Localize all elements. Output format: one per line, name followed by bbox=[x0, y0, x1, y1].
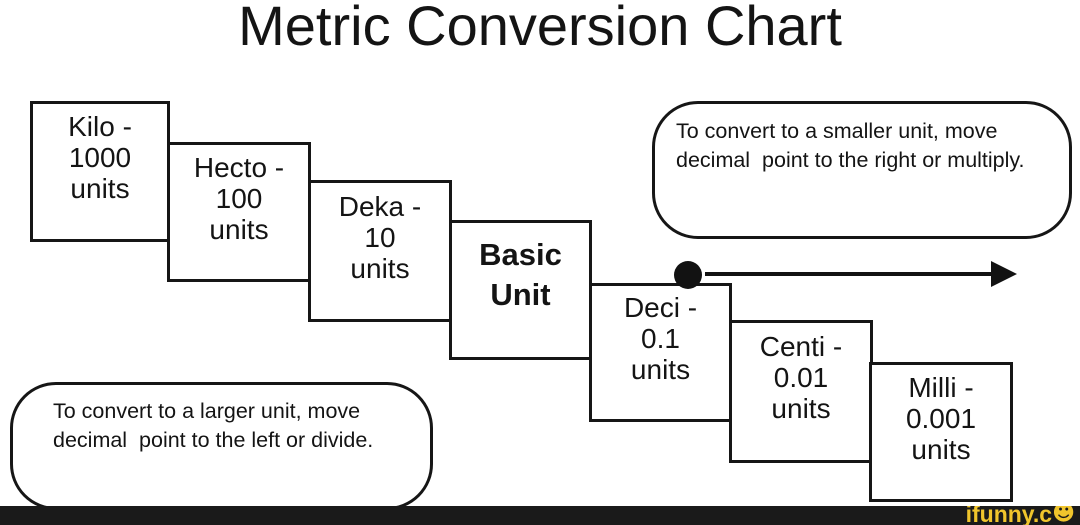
callout-smaller-line1: To convert to a smaller unit, move bbox=[676, 119, 998, 143]
kilo-unit-label: units bbox=[70, 173, 130, 204]
arrow-start-dot bbox=[674, 261, 702, 289]
stair-box-milli: Milli - 0.001 units bbox=[869, 362, 1013, 502]
basic-unit-label-line1: Basic bbox=[479, 237, 562, 272]
centi-factor-value: 0.01 bbox=[773, 362, 829, 393]
arrowhead-right-icon bbox=[991, 261, 1017, 287]
deci-factor-value: 0.1 bbox=[641, 323, 680, 354]
watermark-text: ifunny.c bbox=[965, 506, 1053, 525]
kilo-prefix-label: Kilo - bbox=[68, 111, 132, 142]
callout-smaller-text: To convert to a smaller unit, move decim… bbox=[655, 104, 1069, 175]
deci-prefix-label: Deci - bbox=[623, 292, 698, 323]
stair-box-deka: Deka - 10 units bbox=[308, 180, 452, 322]
callout-convert-larger: To convert to a larger unit, move decima… bbox=[10, 382, 433, 510]
kilo-factor-value: 1000 bbox=[68, 142, 132, 173]
deka-factor-value: 10 bbox=[364, 221, 396, 253]
callout-smaller-line2: decimal point to the right or multiply. bbox=[676, 148, 1025, 172]
callout-larger-text: To convert to a larger unit, move decima… bbox=[13, 385, 430, 455]
deka-unit-label: units bbox=[350, 252, 410, 284]
callout-larger-line1: To convert to a larger unit, move bbox=[53, 399, 361, 423]
stair-box-deci: Deci - 0.1 units bbox=[589, 283, 732, 422]
watermark-bar: ifunny.c☻ bbox=[0, 506, 1080, 525]
centi-unit-label: units bbox=[771, 393, 831, 424]
stair-box-kilo: Kilo - 1000 units bbox=[30, 101, 170, 242]
deka-prefix-label: Deka - bbox=[338, 190, 422, 222]
callout-larger-line2: decimal point to the left or divide. bbox=[53, 428, 374, 452]
stair-box-centi: Centi - 0.01 units bbox=[729, 320, 873, 463]
milli-unit-label: units bbox=[911, 433, 971, 465]
stair-box-basic-unit: Basic Unit bbox=[449, 220, 592, 360]
callout-convert-smaller: To convert to a smaller unit, move decim… bbox=[652, 101, 1072, 289]
smiley-face-icon: ☻ bbox=[1052, 506, 1075, 525]
deci-unit-label: units bbox=[630, 354, 691, 385]
hecto-prefix-label: Hecto - bbox=[193, 151, 285, 183]
milli-prefix-label: Milli - bbox=[908, 371, 974, 403]
hecto-unit-label: units bbox=[209, 213, 269, 245]
arrow-shaft bbox=[705, 272, 991, 276]
basic-unit-label-line2: Unit bbox=[490, 277, 551, 312]
milli-factor-value: 0.001 bbox=[905, 402, 977, 434]
page-title: Metric Conversion Chart bbox=[238, 0, 842, 57]
stair-box-hecto: Hecto - 100 units bbox=[167, 142, 311, 282]
hecto-factor-value: 100 bbox=[215, 182, 263, 214]
centi-prefix-label: Centi - bbox=[759, 331, 843, 362]
